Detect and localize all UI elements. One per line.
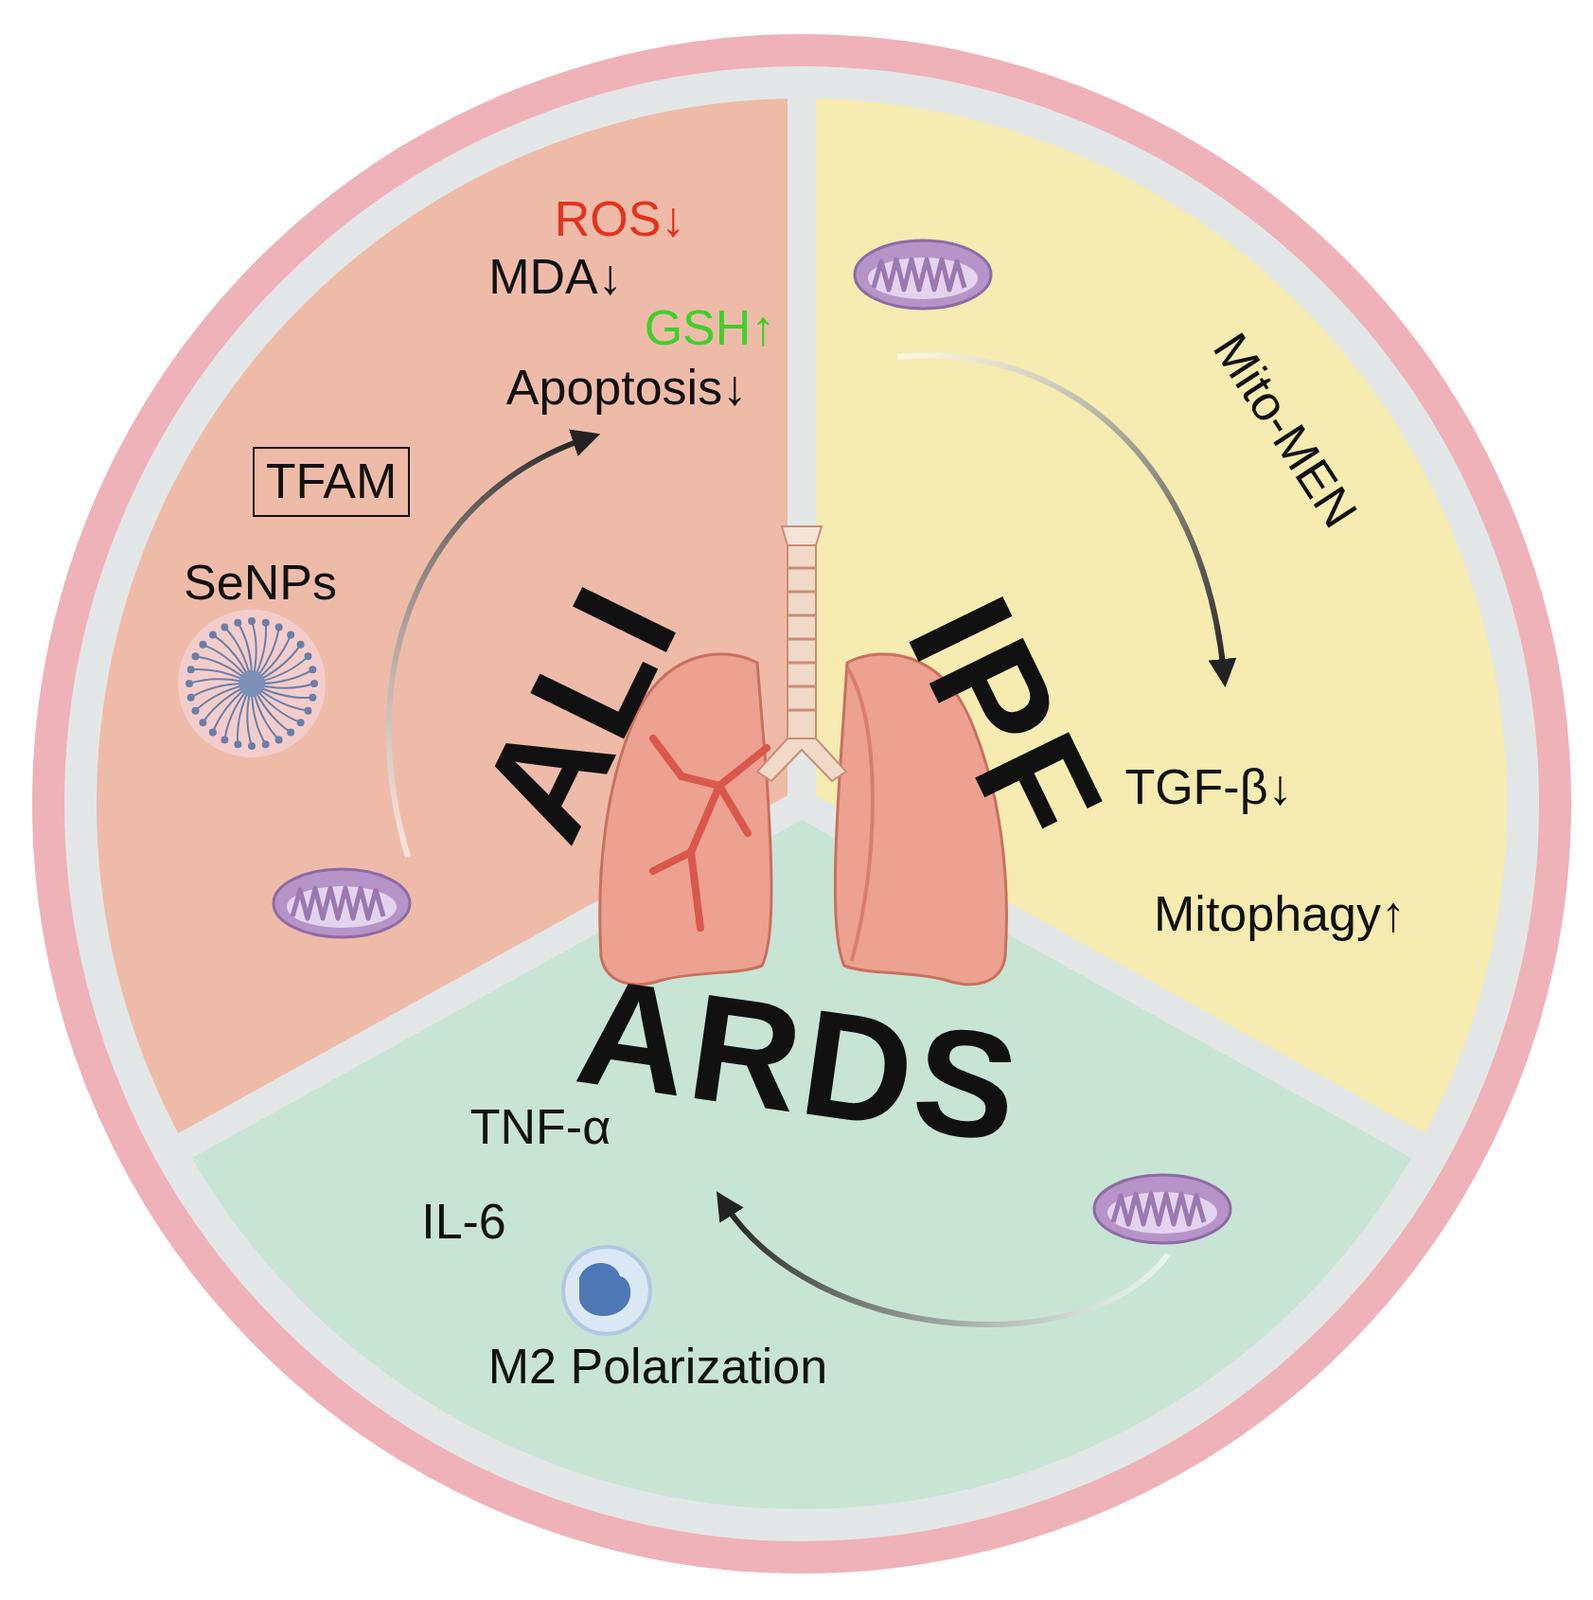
lungs-illustration [787, 567, 816, 710]
marker-label: ROS↓ [554, 192, 687, 247]
nanoparticle-icon [221, 624, 228, 631]
nanoparticle-icon [263, 741, 269, 747]
nanoparticle-icon [276, 736, 283, 743]
lungs-illustration [787, 685, 816, 689]
sectors [184, 803, 1418, 1509]
nanoparticle-icon [186, 680, 193, 687]
nanoparticle-icon [177, 609, 326, 758]
mitochondrion-icons [273, 868, 410, 938]
mitochondrion-icons [854, 240, 992, 309]
nanoparticle-icon [298, 719, 304, 726]
nanoparticle-icon [276, 624, 283, 631]
nanoparticle-icon [193, 708, 199, 714]
nanoparticle-icon [221, 736, 228, 743]
lungs-illustration [781, 526, 822, 546]
nanoparticle-icon [287, 631, 294, 638]
lungs-illustration [653, 738, 767, 928]
nanoparticle-icon [234, 741, 241, 747]
nanoparticle-icon [234, 619, 241, 626]
lungs-illustration [757, 738, 847, 781]
nanoparticle-icon [309, 666, 316, 673]
outer-ring [63, 65, 1540, 1542]
marker-label: MDA↓ [488, 249, 623, 304]
lungs-illustration [690, 851, 701, 928]
marker-label: M2 Polarization [488, 1339, 828, 1394]
lungs-illustration [681, 747, 767, 786]
macrophage-icon [563, 1246, 651, 1334]
lungs-illustration [787, 637, 816, 641]
outer-ring [48, 50, 1556, 1558]
marker-label: Apoptosis↓ [506, 360, 747, 415]
nanoparticle-icon [193, 653, 199, 659]
nanoparticle-icon [309, 694, 316, 701]
lungs-illustration [787, 590, 816, 594]
lungs-illustration [847, 667, 873, 961]
curved-arrows [724, 1203, 1169, 1325]
marker-label: TGF-β↓ [1124, 760, 1293, 815]
agent-label: SeNPs [183, 555, 337, 610]
nanoparticle-icon [186, 618, 318, 749]
lungs-illustration [719, 785, 748, 833]
nanoparticle-icon [311, 680, 318, 687]
marker-label: IL-6 [421, 1194, 507, 1249]
nanoparticle-icon [298, 641, 304, 648]
nanoparticle-icon [210, 729, 216, 736]
nanoparticle-icon [248, 618, 255, 624]
marker-label: Mitophagy↑ [1153, 886, 1406, 941]
nanoparticle-icon [238, 670, 266, 697]
macrophage-icon [563, 1246, 651, 1334]
nanoparticle-icon [210, 631, 216, 638]
mitochondrion-icons [273, 240, 1231, 1243]
nanoparticle-icon [287, 729, 294, 736]
nanoparticle-icon [199, 719, 206, 726]
sectors [96, 75, 1507, 1509]
macrophage-icon [579, 1262, 631, 1316]
lungs-illustration [787, 566, 816, 570]
nanoparticle-icon [304, 653, 311, 659]
marker-label: TNF-α [470, 1099, 611, 1154]
nanoparticle-icon [188, 666, 195, 673]
outer-ring [48, 50, 1556, 1558]
nanoparticle-icon [248, 743, 255, 749]
mitochondrion-icons [1094, 1174, 1231, 1243]
marker-label: GSH↑ [644, 300, 777, 355]
lungs-illustration [787, 614, 816, 618]
sectors [787, 75, 816, 804]
nanoparticle-icon [188, 694, 195, 701]
lungs-illustration [787, 661, 816, 665]
boxed-factor: TFAM [252, 446, 411, 516]
curved-arrows [389, 354, 1224, 1325]
nanoparticle-icon [199, 641, 206, 648]
factor-name: TFAM [265, 454, 398, 509]
nanoparticle-icon [177, 609, 326, 758]
lungs-illustration [653, 738, 682, 777]
lungs-illustration [653, 785, 720, 871]
lungs-illustration [787, 539, 816, 744]
lungs-illustration [787, 708, 816, 712]
nanoparticle-icon [263, 619, 269, 626]
nanoparticle-icon [304, 708, 311, 714]
